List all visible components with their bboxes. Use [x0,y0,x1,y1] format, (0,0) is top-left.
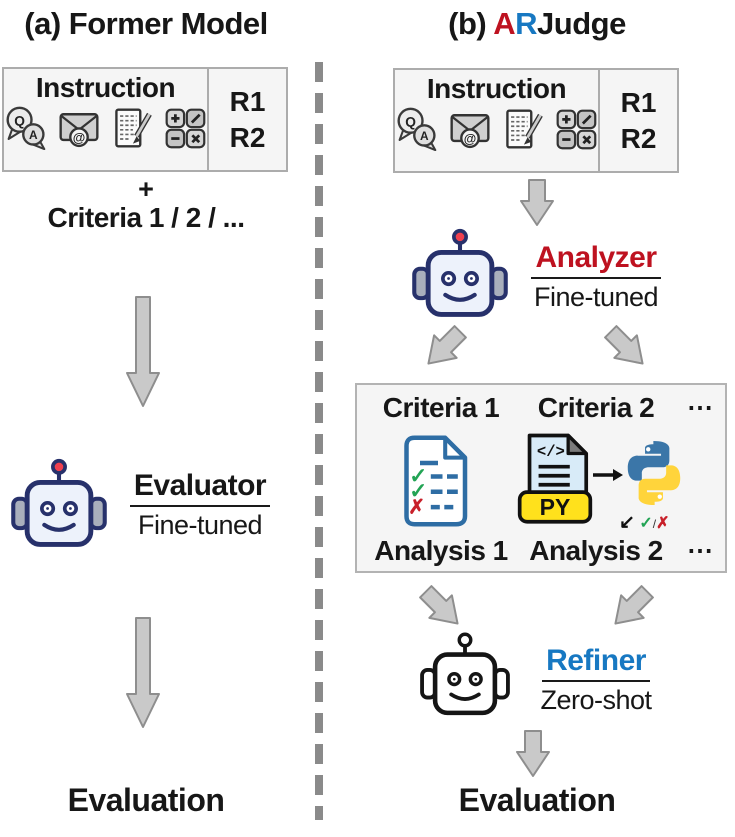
evaluation-output-a: Evaluation [67,782,225,818]
svg-text:PY: PY [540,494,571,520]
analyzer-label: Analyzer Fine-tuned [515,242,677,313]
instruction-icons: Q A @ [4,106,207,151]
svg-text:Q: Q [405,114,416,129]
panel-b-title: (b) ARJudge [392,6,682,42]
panel-a-title: (a) Former Model [24,6,268,41]
robot-icon-analyzer [412,228,508,317]
analysis-2-label: Analysis 2 [529,535,663,566]
instruction-cell: Instruction Q A @ [395,70,598,171]
diagonal-arrow-icon [413,579,470,636]
response-1-label: R1 [229,85,266,117]
svg-text:✗: ✗ [408,496,425,518]
instruction-label: Instruction [35,72,176,103]
criteria-1-label: Criteria 1 [382,392,500,423]
refiner-label: Refiner Zero-shot [518,645,674,716]
right-arrow-icon [593,469,623,481]
response-2-label: R2 [229,121,266,153]
down-arrow-icon [520,179,554,226]
dashed-divider [315,62,323,820]
analyzer-name: Analyzer [531,242,661,279]
down-arrow-icon [126,296,160,407]
panel-b-title-a: A [493,6,516,41]
analyzer-training: Fine-tuned [533,281,659,312]
more-criteria-dots: ⋯ [687,392,713,422]
svg-text:✓: ✓ [409,478,427,503]
panel-b-title-r: R [515,6,538,41]
responses-cell: R1 R2 [598,70,677,171]
svg-text:@: @ [73,130,86,145]
email-icon: @ [59,113,99,148]
criteria-2-label: Criteria 2 [537,392,655,423]
svg-text:@: @ [464,131,477,146]
slash-separator: / [652,517,657,531]
python-logo-icon [627,441,681,505]
responses-cell: R1 R2 [207,69,286,170]
checklist-doc-icon: ✓ ✓ ✗ [404,435,468,527]
criteria-inline-text: Criteria 1 / 2 / ... [47,202,245,233]
robot-icon-evaluator [11,458,107,547]
panel-b-title-prefix: (b) [448,6,487,41]
diagonal-arrow-icon [603,579,660,636]
svg-text:A: A [29,128,38,142]
evaluator-name: Evaluator [129,470,271,507]
writing-icon [115,108,152,148]
refiner-name: Refiner [542,645,650,682]
evaluation-output-b: Evaluation [458,782,616,818]
py-file-icon: </> PY [517,433,593,524]
plus-sign: + [138,174,154,204]
diagonal-arrow-icon [598,319,655,376]
cross-icon: ✗ [656,515,670,532]
robot-icon-refiner [420,632,510,716]
math-icon [165,108,206,149]
svg-text:A: A [420,129,429,143]
refiner-training: Zero-shot [540,684,652,715]
instruction-icons: Q A @ [395,107,598,152]
writing-icon [506,109,543,149]
southwest-arrow-icon: ↙ [619,512,635,533]
diagonal-arrow-icon [416,319,473,376]
instruction-box-b: Instruction Q A @ [393,68,679,173]
criteria-analysis-box: Criteria 1 Criteria 2 ⋯ ✓ ✓ ✗ </> PY [355,383,727,573]
math-icon [556,109,597,150]
instruction-label: Instruction [426,73,567,104]
response-2-label: R2 [620,122,657,154]
check-icon: ✓ [639,515,653,532]
down-arrow-icon [516,730,550,777]
verdict-marks: ↙ ✓/✗ [619,511,670,534]
instruction-box-a: Instruction Q A @ [2,67,288,172]
evaluator-training: Fine-tuned [137,509,263,540]
svg-text:✓: ✓ [409,463,427,488]
qa-icon: Q A [6,106,46,151]
panel-b-title-rest: Judge [537,6,626,41]
more-analysis-dots: ⋯ [687,535,713,565]
instruction-cell: Instruction Q A @ [4,69,207,170]
qa-icon: Q A [397,107,437,152]
svg-text:Q: Q [14,113,25,128]
analysis-1-label: Analysis 1 [374,535,508,566]
response-1-label: R1 [620,86,657,118]
svg-text:</>: </> [537,443,565,461]
down-arrow-icon [126,617,160,728]
evaluator-label: Evaluator Fine-tuned [112,470,288,541]
email-icon: @ [450,114,490,149]
